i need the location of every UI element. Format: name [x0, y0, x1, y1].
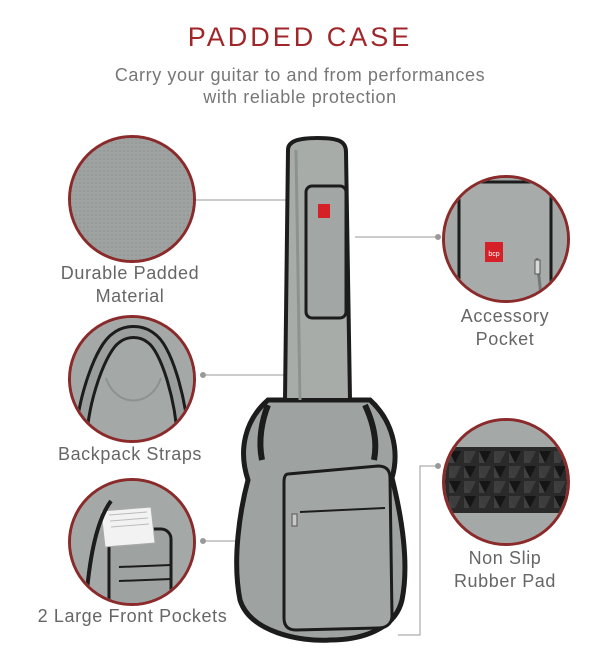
fabric-texture-icon: [71, 138, 193, 260]
rubber-stud-shade: [449, 481, 455, 493]
rubber-stud-shade: [509, 496, 515, 508]
rubber-stud-shade: [479, 451, 485, 463]
rubber-stud-shade: [494, 496, 500, 508]
rubber-stud: [479, 451, 491, 463]
rubber-stud-shade: [449, 451, 455, 463]
rubber-stud: [524, 451, 536, 463]
rubber-stud: [524, 496, 536, 508]
rubber-stud-shade: [494, 481, 500, 493]
feature-circle-accessory: bcp: [442, 175, 570, 303]
feature-circle-rubber: [442, 418, 570, 546]
rubber-stud-shade: [524, 481, 530, 493]
subtitle-line-1: Carry your guitar to and from performanc…: [114, 65, 486, 85]
rubber-stud-shade: [539, 466, 545, 478]
rubber-stud-shade: [509, 481, 515, 493]
rubber-stud-shade: [479, 466, 485, 478]
rubber-stud: [449, 451, 461, 463]
rubber-stud: [554, 496, 566, 508]
rubber-stud: [464, 451, 476, 463]
rubber-stud: [509, 481, 521, 493]
rubber-stud-shade: [554, 496, 560, 508]
rubber-stud: [539, 496, 551, 508]
rubber-stud-shade: [539, 496, 545, 508]
logo-text: bcp: [488, 251, 499, 258]
rubber-stud-shade: [449, 496, 455, 508]
rubber-stud: [464, 466, 476, 478]
connector-dot-rubber: [435, 463, 441, 469]
accessory-pocket-icon: bcp: [445, 178, 567, 300]
rubber-stud: [494, 496, 506, 508]
feature-label-accessory: Accessory Pocket: [460, 306, 550, 349]
rubber-stud-shade: [449, 466, 455, 478]
rubber-stud-shade: [524, 466, 530, 478]
rubber-stud-shade: [464, 466, 470, 478]
subtitle-line-2: with reliable protection: [203, 87, 397, 107]
rubber-stud: [509, 496, 521, 508]
rubber-stud-shade: [464, 496, 470, 508]
rubber-stud: [449, 496, 461, 508]
rubber-stud-shade: [524, 496, 530, 508]
rubber-stud-shade: [554, 481, 560, 493]
rubber-stud-shade: [509, 451, 515, 463]
connector-dot-pockets: [200, 538, 206, 544]
connector-dot-straps: [200, 372, 206, 378]
feature-circle-straps: [68, 315, 196, 443]
rubber-stud: [554, 481, 566, 493]
front-pockets-icon: [71, 481, 193, 603]
connector-rubber: [398, 465, 438, 636]
case-large-pocket: [282, 464, 394, 632]
rubber-stud: [509, 451, 521, 463]
page-subtitle: Carry your guitar to and from performanc…: [60, 64, 540, 108]
rubber-stud: [539, 481, 551, 493]
rubber-stud-shade: [464, 451, 470, 463]
rubber-stud: [539, 466, 551, 478]
rubber-stud: [539, 451, 551, 463]
case-logo: [318, 204, 330, 218]
rubber-stud-shade: [479, 496, 485, 508]
case-strap-left: [257, 403, 271, 461]
feature-label-rubber: Non Slip Rubber Pad: [453, 548, 557, 591]
feature-circle-pockets: [68, 478, 196, 606]
feature-label-durable: Durable Padded Material: [60, 263, 200, 306]
rubber-stud: [449, 481, 461, 493]
rubber-stud-shade: [554, 466, 560, 478]
rubber-stud: [494, 451, 506, 463]
feature-circle-durable: [68, 135, 196, 263]
case-pocket-zipper: [299, 507, 386, 513]
rubber-stud-shade: [554, 451, 560, 463]
connector-dot-accessory: [435, 234, 441, 240]
feature-label-pockets: 2 Large Front Pockets: [37, 606, 228, 626]
rubber-stud: [479, 496, 491, 508]
rubber-stud-shade: [524, 451, 530, 463]
rubber-stud: [464, 481, 476, 493]
feature-label-straps: Backpack Straps: [57, 444, 203, 464]
case-accessory-pocket: [304, 184, 348, 320]
rubber-stud-shade: [494, 466, 500, 478]
rubber-stud-shade: [494, 451, 500, 463]
rubber-stud-shade: [509, 466, 515, 478]
rubber-stud: [524, 481, 536, 493]
rubber-stud: [494, 481, 506, 493]
case-strap-right: [362, 403, 379, 461]
rubber-stud-shade: [539, 451, 545, 463]
rubber-stud: [479, 466, 491, 478]
rubber-stud: [479, 481, 491, 493]
rubber-stud: [524, 466, 536, 478]
rubber-stud: [554, 466, 566, 478]
guitar-case: [234, 135, 408, 643]
rubber-stud: [509, 466, 521, 478]
rubber-stud-shade: [464, 481, 470, 493]
rubber-stud: [494, 466, 506, 478]
rubber-stud-shade: [539, 481, 545, 493]
rubber-stud-shade: [479, 481, 485, 493]
rubber-pad-icon: [445, 421, 567, 543]
page-title: PADDED CASE: [187, 22, 413, 52]
backpack-straps-icon: [71, 318, 193, 440]
rubber-stud: [449, 466, 461, 478]
rubber-stud: [464, 496, 476, 508]
